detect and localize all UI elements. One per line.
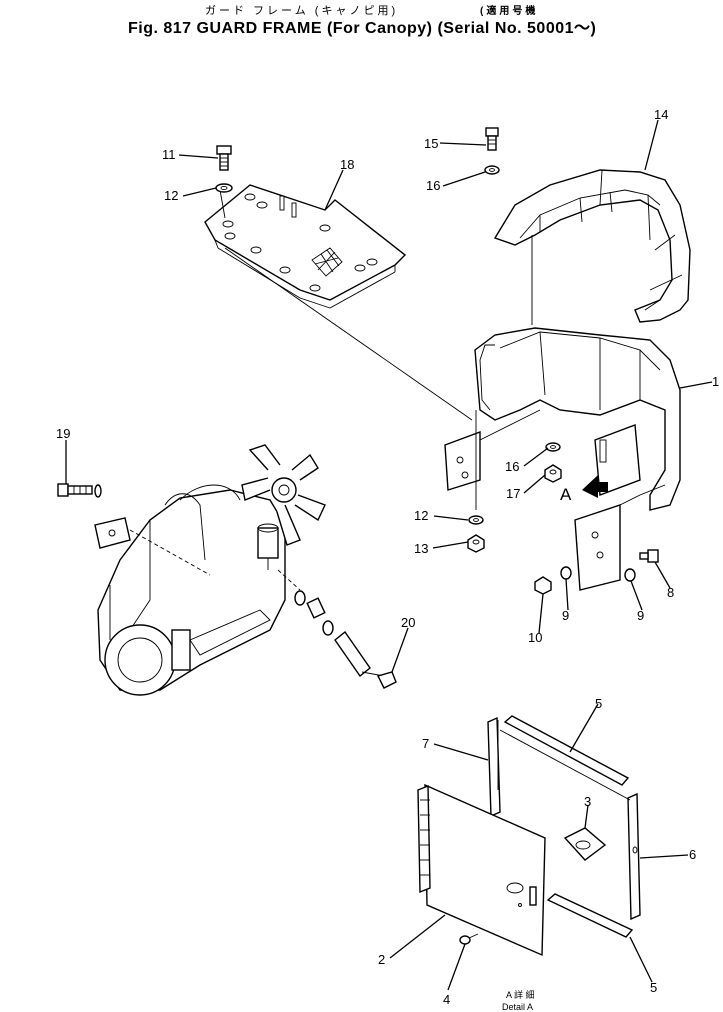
callout-17: 17 bbox=[506, 486, 520, 501]
detail-a-drawing bbox=[417, 715, 641, 957]
callout-4: 4 bbox=[443, 992, 450, 1007]
japanese-serial-label: (適用号機 bbox=[480, 6, 539, 17]
callout-11: 11 bbox=[162, 147, 176, 162]
bolt-19-drawing bbox=[57, 483, 102, 498]
detail-a-label-en: Detail A bbox=[502, 1002, 533, 1012]
callout-8: 8 bbox=[667, 585, 674, 600]
upper-guard-frame-drawing bbox=[493, 169, 691, 325]
callout-1: 1 bbox=[712, 374, 719, 389]
callout-20: 20 bbox=[401, 615, 415, 630]
leader-lines bbox=[65, 119, 713, 991]
callout-19: 19 bbox=[56, 426, 70, 441]
engine-assembly-drawing bbox=[94, 444, 326, 696]
callout-5-bottom: 5 bbox=[650, 980, 657, 995]
callout-9-left: 9 bbox=[562, 608, 569, 623]
callout-3: 3 bbox=[584, 794, 591, 809]
callout-10: 10 bbox=[528, 630, 542, 645]
bolt-15-drawing bbox=[484, 127, 500, 175]
detail-a-arrow: A bbox=[560, 475, 608, 504]
callout-16-top: 16 bbox=[426, 178, 440, 193]
lower-guard-frame-drawing bbox=[444, 327, 681, 591]
callout-labels: 1 2 3 4 5 5 6 7 8 9 9 10 11 12 12 13 14 … bbox=[56, 107, 719, 1007]
cover-plate-drawing bbox=[204, 184, 473, 421]
callout-18: 18 bbox=[340, 157, 354, 172]
callout-2: 2 bbox=[378, 952, 385, 967]
callout-13: 13 bbox=[414, 541, 428, 556]
detail-a-caption: A 詳 細 Detail A bbox=[502, 989, 535, 1012]
callout-6: 6 bbox=[689, 847, 696, 862]
callout-16-bottom: 16 bbox=[505, 459, 519, 474]
callout-5-top: 5 bbox=[595, 696, 602, 711]
view-a-marker: A bbox=[560, 485, 572, 504]
callout-7: 7 bbox=[422, 736, 429, 751]
figure-title: Fig. 817 GUARD FRAME (For Canopy) (Seria… bbox=[128, 20, 597, 37]
fastener-hardware-drawing bbox=[467, 442, 659, 595]
detail-a-label-jp: A 詳 細 bbox=[506, 989, 535, 1000]
callout-9-right: 9 bbox=[637, 608, 644, 623]
callout-14: 14 bbox=[654, 107, 668, 122]
japanese-title: ガード フレーム (キャノピ用) bbox=[205, 5, 399, 17]
hose-parts-drawing bbox=[277, 569, 397, 689]
callout-12-bottom: 12 bbox=[414, 508, 428, 523]
bolt-11-drawing bbox=[215, 145, 233, 193]
callout-12-top: 12 bbox=[164, 188, 178, 203]
callout-15: 15 bbox=[424, 136, 438, 151]
